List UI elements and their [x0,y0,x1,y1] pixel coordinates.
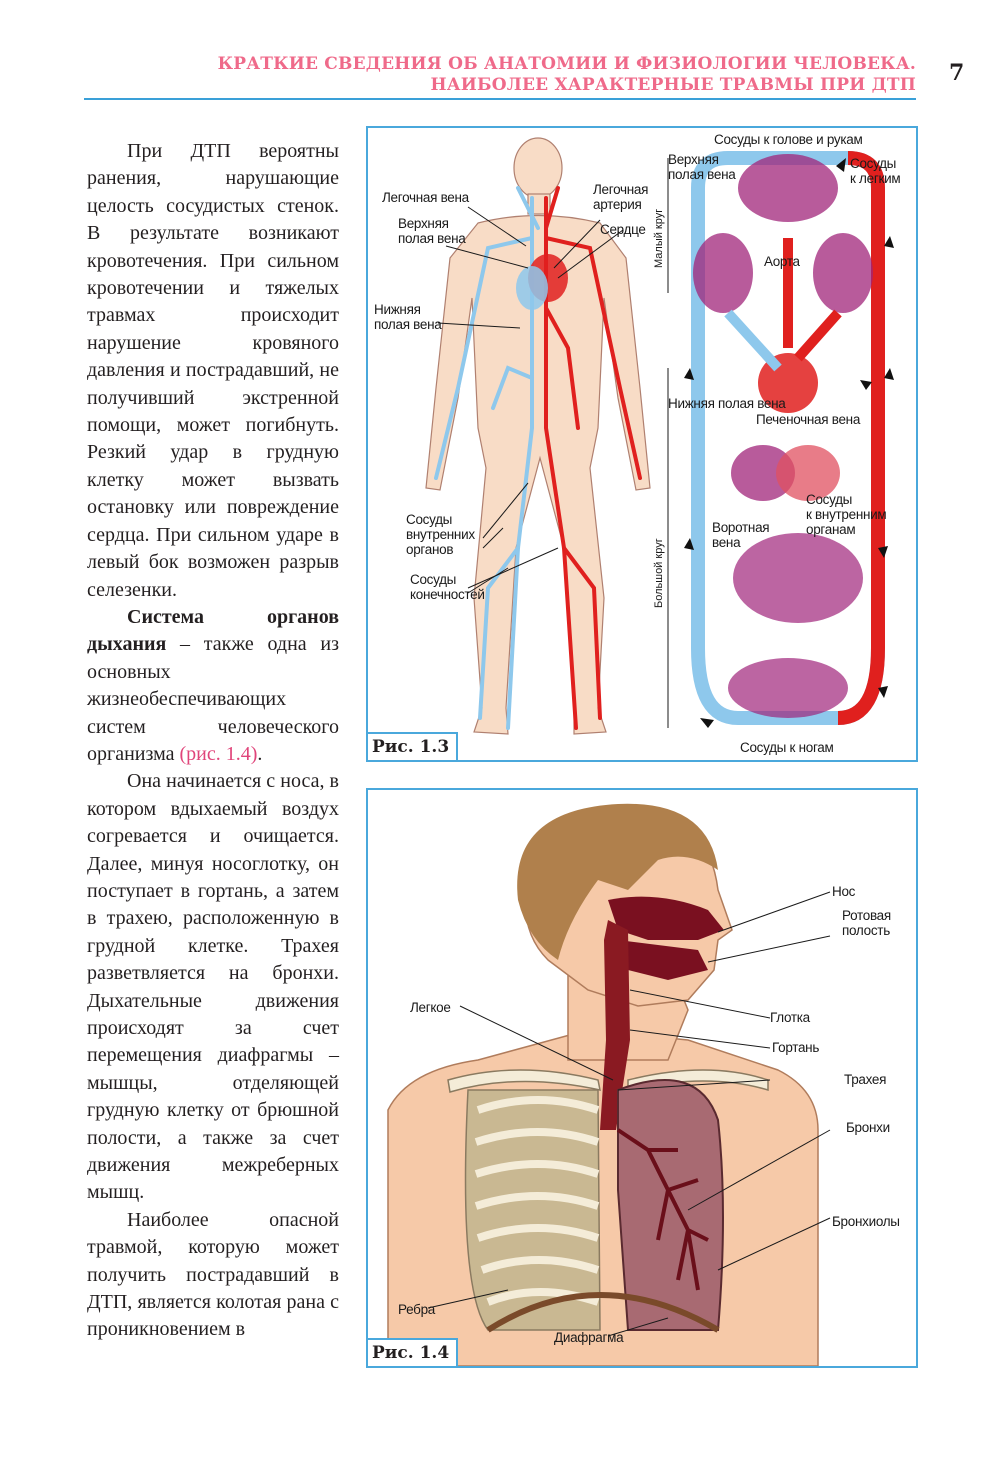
running-header: КРАТКИЕ СВЕДЕНИЯ ОБ АНАТОМИИ И ФИЗИОЛОГИ… [0,54,916,96]
label-superior-vena-cava: Верхняя полая вена [398,216,466,246]
hair-shape [517,803,718,960]
label-aorta: Аорта [764,254,800,269]
label-internal-organs-vessels: Сосуды к внутренним органам [806,492,887,537]
label-pulmonary-vein: Легочная вена [382,190,469,205]
veins [434,186,540,730]
label-hepatic-vein: Печеночная вена [756,412,861,427]
label-larynx: Гортань [772,1040,820,1055]
label-small-circle: Малый круг [653,209,665,268]
label-inferior-vena-cava: Нижняя полая вена [374,302,442,332]
paragraph-airway: Она начинается с носа, в котором вдыхаем… [87,770,339,1204]
figure-circulatory-system: Малый круг Большой круг Легочная вена Ве… [366,126,918,762]
label-pulmonary-artery: Легочная артерия [593,182,649,212]
circulatory-illustration: Малый круг Большой круг [425,137,894,735]
label-diaphragm: Диафрагма [554,1330,624,1345]
page-number: 7 [949,60,965,86]
label-bronchi: Бронхи [846,1120,890,1135]
label-nose: Нос [832,884,856,899]
header-line-2: НАИБОЛЕЕ ХАРАКТЕРНЫЕ ТРАВМЫ ПРИ ДТП [430,75,916,95]
label-internal-organ-vessels: Сосуды внутренних органов [406,512,475,557]
label-ribs: Ребра [398,1302,436,1317]
label-oral-cavity: Ротовая полость [842,908,891,938]
figure-respiratory-system: Нос Ротовая полость Легкое Глотка Гортан… [366,788,918,1368]
oral-cavity [618,940,708,980]
figure-1-4-caption: Рис. 1.4 [366,1338,458,1368]
label-big-circle: Большой круг [653,538,665,608]
arteries [544,186,642,730]
label-limb-vessels: Сосуды конечностей [410,572,485,602]
label-head-arm-vessels: Сосуды к голове и рукам [714,132,863,147]
respiratory-illustration [387,803,831,1366]
label-lung: Легкое [410,1000,451,1015]
nasal-cavity [608,896,724,940]
ribcage [464,1089,601,1331]
right-leader-lines [427,891,831,1337]
figure-reference-link[interactable]: (рис. 1.4) [179,742,258,765]
label-pharynx: Глотка [770,1010,810,1025]
label-portal-vein: Воротная вена [712,520,770,550]
term-respiratory-system: Система органов дыхания [87,605,339,656]
header-line-1: КРАТКИЕ СВЕДЕНИЯ ОБ АНАТОМИИ И ФИЗИОЛОГИ… [217,54,916,74]
label-right-inferior-vena-cava: Нижняя полая вена [668,396,786,411]
bronchi-tree [616,1128,709,1291]
heart-right-side [516,266,548,310]
paragraph-respiratory-end: . [257,742,263,765]
label-trachea: Трахея [844,1072,887,1087]
left-leader-lines [437,206,624,594]
paragraph-dangerous-injury: Наиболее опасной травмой, которую может … [87,1208,339,1341]
paragraph-respiratory: Система органов дыхания – также одна из … [87,604,339,768]
clavicle [447,1069,601,1093]
label-right-superior-vena-cava: Верхняя полая вена [668,152,736,182]
lung-shape [617,1079,724,1331]
diaphragm-shape [486,1292,720,1333]
body-text-column: При ДТП вероятны ранения, нарушающие цел… [87,138,339,1344]
label-leg-vessels: Сосуды к ногам [740,740,834,755]
figure-1-3-caption: Рис. 1.3 [366,732,458,762]
paragraph-respiratory-text: – также одна из основных жизнеобеспечива… [87,633,339,765]
paragraph-injuries: При ДТП вероятны ранения, нарушающие цел… [87,140,339,601]
circulation-schematic [684,151,894,728]
label-bronchioles: Бронхиолы [832,1214,900,1229]
label-lung-vessels: Сосуды к легким [850,156,901,186]
label-heart: Сердце [600,222,646,237]
header-rule [84,98,916,100]
